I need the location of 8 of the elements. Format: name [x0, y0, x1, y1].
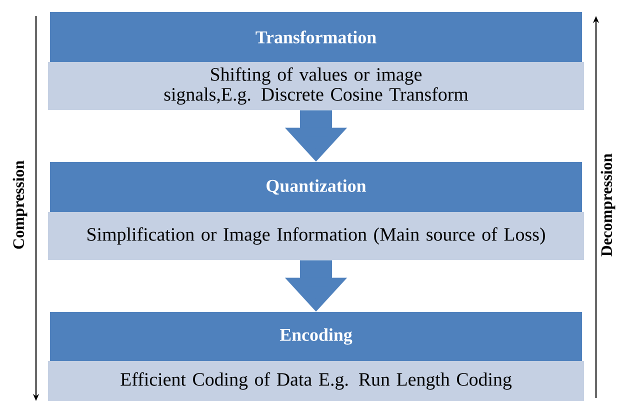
stage-box: Transformation Shifting of values or image signals,E.g. Discrete Cosine Transform	[48, 12, 584, 110]
node-label: Simplification or Image Information (Main source of Loss)	[88, 227, 545, 245]
stage-box: Encoding Efficient Coding of Data E.g. Run Length Coding	[48, 312, 584, 401]
node-label: Shifting of values or image signals,E.g. Discrete Cosine Transform	[164, 67, 468, 105]
axis-label: Decompression	[600, 154, 616, 256]
node-label: Efficient Coding of Data E.g. Run Length Coding	[120, 372, 512, 390]
stage-box: Quantization Simplification or Image Information (Main source of Loss)	[48, 162, 584, 260]
axis-label: Compression	[12, 160, 28, 249]
